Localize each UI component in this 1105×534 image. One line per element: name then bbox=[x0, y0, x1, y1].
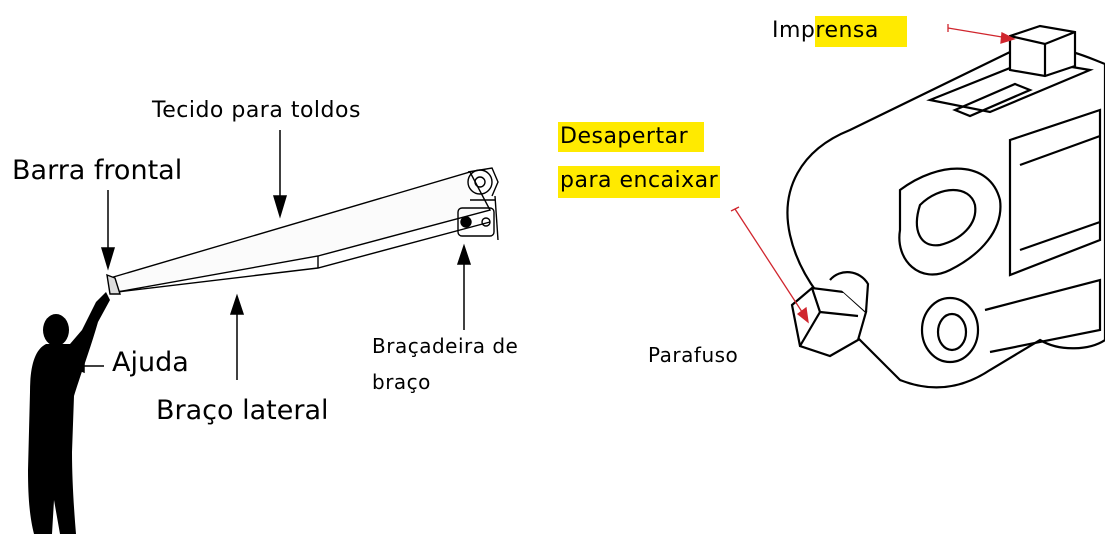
label-arm-bracket-line1: Braçadeira de bbox=[372, 334, 519, 358]
clamp-illustration bbox=[786, 24, 1105, 389]
arm-bracket-body bbox=[457, 207, 495, 237]
front-bar bbox=[106, 273, 121, 295]
side-screw-head bbox=[790, 286, 868, 358]
awning-fabric bbox=[108, 171, 492, 293]
label-press: Imprensa bbox=[772, 16, 907, 47]
label-press-plain: Imp bbox=[772, 18, 816, 43]
person-silhouette bbox=[28, 292, 110, 534]
label-helper: Ajuda bbox=[112, 347, 189, 378]
label-fabric: Tecido para toldos bbox=[152, 98, 361, 123]
label-screw: Parafuso bbox=[648, 343, 739, 367]
side-arm bbox=[116, 221, 491, 293]
label-press-highlight: rensa bbox=[815, 16, 907, 47]
label-loosen-line2: para encaixar bbox=[558, 166, 721, 198]
label-arm-bracket-line2: braço bbox=[372, 370, 431, 394]
awning-illustration bbox=[106, 167, 499, 295]
label-side-arm: Braço lateral bbox=[156, 395, 329, 426]
label-loosen-line1: Desapertar bbox=[558, 122, 705, 152]
press-block bbox=[1008, 24, 1077, 78]
label-front-bar: Barra frontal bbox=[12, 155, 183, 186]
red-pointers bbox=[730, 24, 1016, 324]
